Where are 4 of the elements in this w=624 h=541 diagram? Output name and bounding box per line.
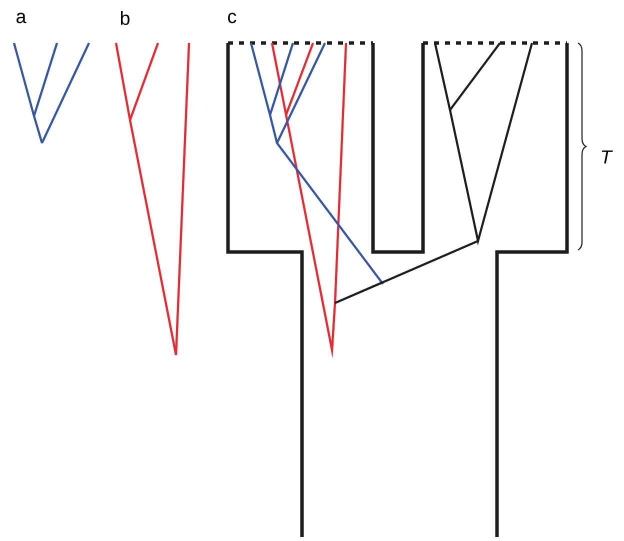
panel-label: b: [120, 11, 130, 25]
panel-label: c: [228, 12, 236, 24]
panel-label: a: [16, 12, 26, 24]
time-label: T: [602, 150, 613, 164]
